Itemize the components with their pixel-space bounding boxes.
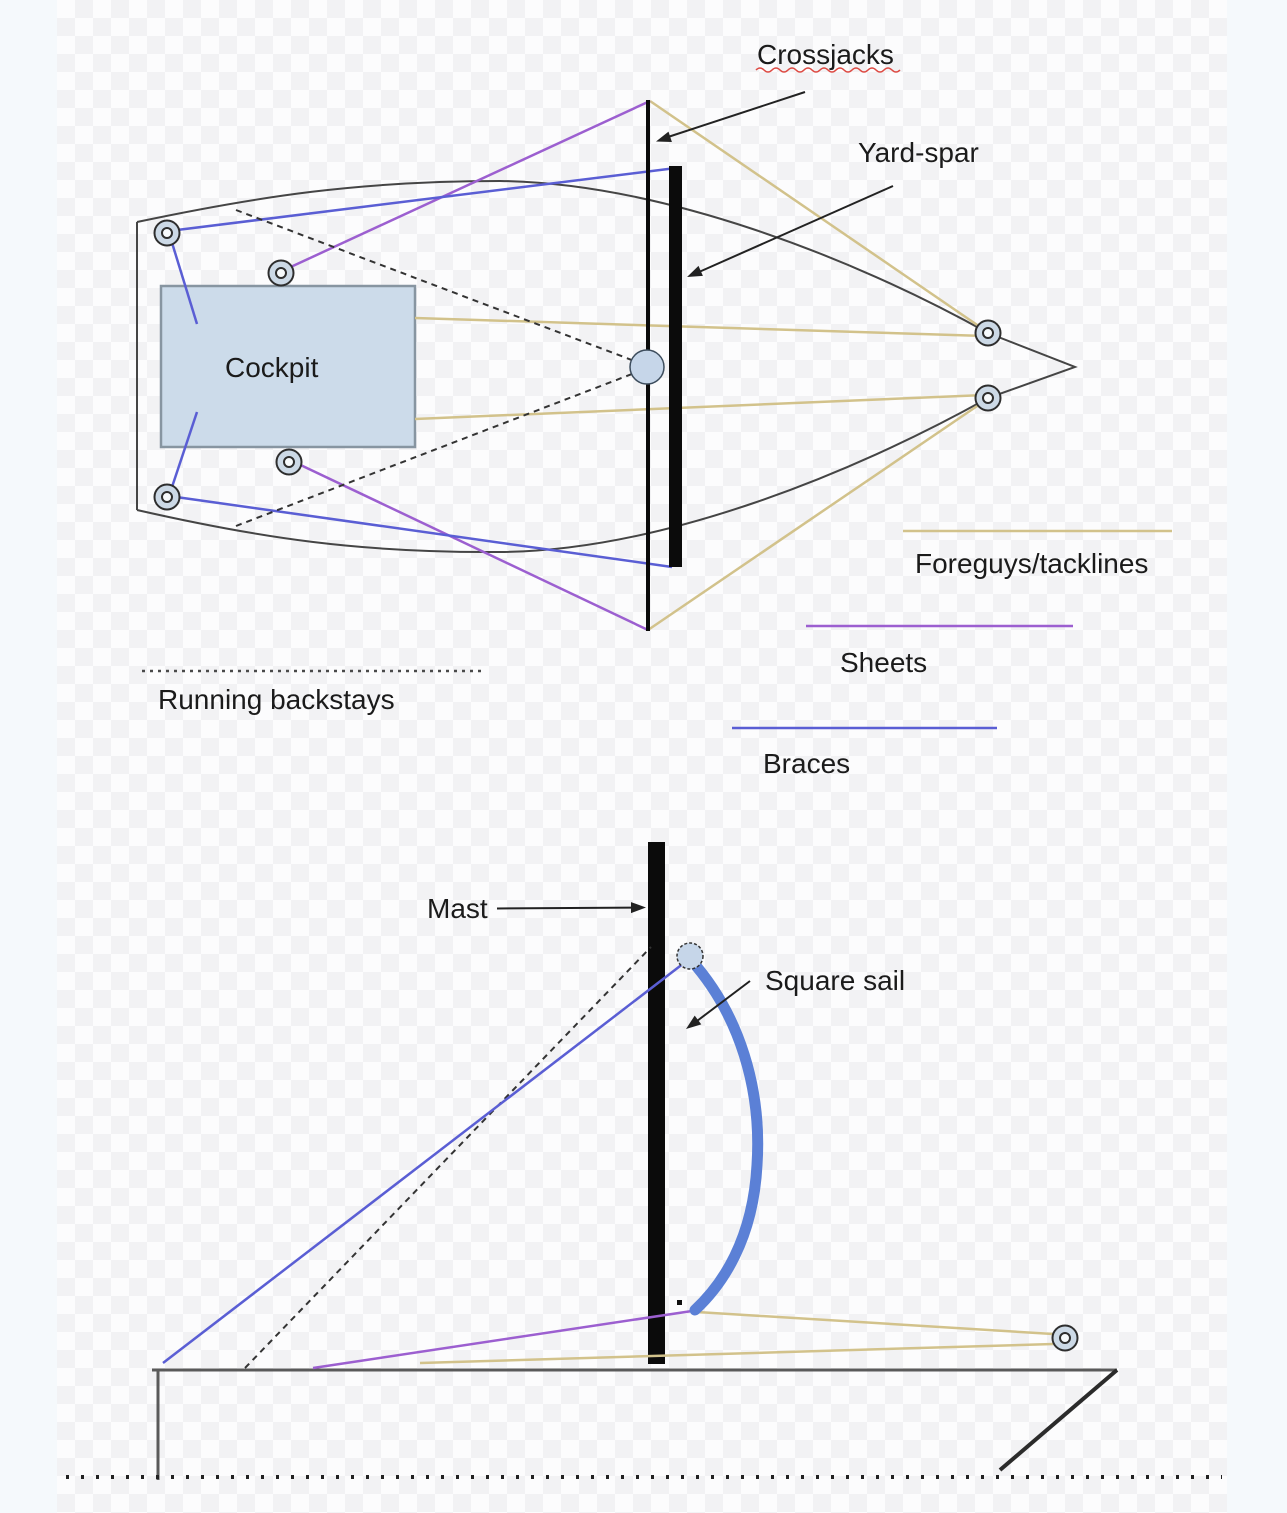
square-sail-arrow	[696, 980, 751, 1022]
running-backstay-top-line	[235, 209, 646, 366]
transparency-checkerboard-background	[57, 0, 1227, 1513]
block-inner-ring	[275, 267, 287, 279]
brace-top-tail-line	[167, 232, 199, 325]
stern-port-block-icon	[153, 219, 181, 247]
mid-starboard-block-icon	[275, 448, 303, 476]
legend: Foreguys/tacklines Sheets Braces Running…	[142, 529, 1172, 779]
yard-spar-arrow	[698, 185, 894, 273]
mid-port-block-icon	[267, 259, 295, 287]
sheet-side-line	[312, 1309, 693, 1370]
hull-outline-plan	[136, 179, 1078, 554]
mast-bar	[648, 842, 665, 1364]
legend-foreguys-label: Foreguys/tacklines	[915, 548, 1148, 579]
yard-spar-arrowhead-icon	[687, 265, 703, 277]
mast-arrow	[496, 906, 633, 910]
bow-slant-line	[998, 1368, 1119, 1472]
bow-port-block-icon	[974, 319, 1002, 347]
brace-bottom-line	[168, 494, 673, 569]
bow-starboard-block-icon	[974, 384, 1002, 412]
block-inner-ring	[982, 327, 994, 339]
block-inner-ring	[283, 456, 295, 468]
brace-side-line	[162, 962, 685, 1364]
block-inner-ring	[161, 491, 173, 503]
square-sail-curve	[685, 954, 764, 1316]
mast-arrowhead-icon	[631, 902, 646, 914]
block-inner-ring	[982, 392, 994, 404]
foreguy-bottom-line	[647, 398, 987, 632]
foreguy-side-hauling-line	[419, 1342, 1054, 1365]
sheet-bottom-line	[289, 458, 649, 632]
cockpit-label: Cockpit	[225, 352, 319, 383]
masthead-circle	[676, 942, 704, 970]
sail-clew-dot	[677, 1300, 682, 1305]
block-inner-ring	[1059, 1332, 1071, 1344]
foreguy-side-line	[696, 1310, 1054, 1336]
bow-block-side-icon	[1051, 1324, 1079, 1352]
legend-braces-label: Braces	[763, 748, 850, 779]
running-backstay-bottom-line	[235, 368, 646, 527]
side-view-diagram: Mast Square sail	[66, 842, 1222, 1480]
square-sail-label: Square sail	[765, 965, 905, 996]
top-view-plan-diagram: Cockpit	[136, 39, 1078, 632]
stern-starboard-block-icon	[153, 483, 181, 511]
sheet-top-line	[281, 99, 651, 273]
crossjacks-label: Crossjacks	[757, 39, 894, 70]
foreguy-bottom-hauling-line	[414, 393, 986, 421]
crossjacks-spellcheck-squiggle	[755, 67, 901, 73]
crossjacks-arrowhead-icon	[656, 131, 672, 142]
brace-top-line	[168, 166, 677, 233]
running-backstay-side-line	[244, 946, 652, 1369]
block-inner-ring	[161, 227, 173, 239]
mast-circle-plan	[629, 349, 665, 385]
legend-running-backstays-label: Running backstays	[158, 684, 395, 715]
mast-label: Mast	[427, 893, 488, 924]
yard-spar-bar	[669, 166, 682, 567]
brace-bottom-tail-line	[167, 411, 199, 497]
yard-spar-label: Yard-spar	[858, 137, 979, 168]
legend-sheets-label: Sheets	[840, 647, 927, 678]
foreguy-top-hauling-line	[414, 316, 986, 338]
crossjacks-arrow	[667, 91, 806, 138]
foreguy-top-line	[649, 99, 987, 333]
cockpit-box	[159, 284, 417, 449]
square-sail-arrowhead-icon	[686, 1015, 702, 1029]
